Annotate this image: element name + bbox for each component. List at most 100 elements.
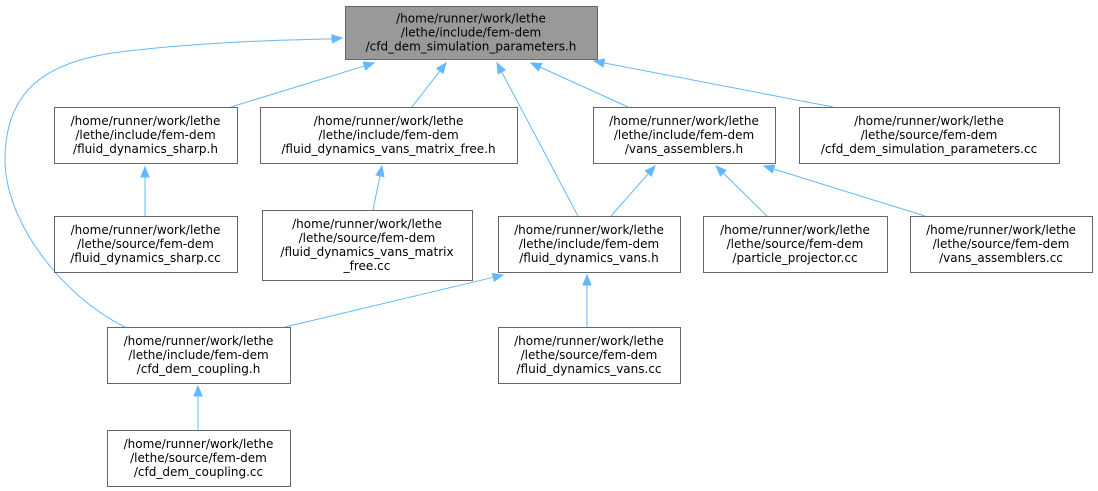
node-label-line: /home/runner/work/lethe: [514, 223, 664, 237]
node-label-line: /home/runner/work/lethe: [609, 114, 759, 128]
node-label-line: /vans_assemblers.cc: [939, 251, 1063, 265]
edge-vans_assemblers_cc-to-vans_assemblers_h: [762, 164, 926, 217]
node-label-line: /cfd_dem_coupling.h: [137, 362, 261, 376]
node-label-line: /fluid_dynamics_sharp.cc: [70, 251, 220, 265]
edge-fluid_dynamics_vans_matrix_free_cc-to-fluid_dynamics_vans_matrix_free_h: [372, 164, 385, 211]
edge-fluid_dynamics_vans_matrix_free_h-to-cfd_dem_simulation_parameters_h: [411, 61, 447, 108]
edge-line: [230, 65, 365, 108]
node-label-line: /home/runner/work/lethe: [720, 223, 870, 237]
node-box: [799, 107, 1060, 164]
node-label-line: /lethe/include/fem-dem: [318, 128, 458, 142]
node-label-line: /home/runner/work/lethe: [71, 223, 221, 237]
edge-cfd_dem_simulation_parameters_cc-to-cfd_dem_simulation_parameters_h: [592, 58, 834, 108]
node-label-line: /home/runner/work/lethe: [854, 114, 1004, 128]
node-fluid-dynamics-sharp-h[interactable]: /home/runner/work/lethe/lethe/include/fe…: [54, 107, 238, 164]
edge-fluid_dynamics_vans_h-to-cfd_dem_simulation_parameters_h: [496, 61, 579, 217]
edge-arrowhead: [140, 165, 150, 178]
edge-line: [411, 70, 441, 108]
edges-layer: [4, 34, 926, 430]
node-box: [910, 216, 1093, 273]
edge-vans_assemblers_h-to-cfd_dem_simulation_parameters_h: [529, 62, 629, 108]
node-label-line: /fluid_dynamics_vans.h: [519, 251, 658, 265]
edge-line: [773, 168, 926, 217]
edge-cfd_dem_coupling_h-to-fluid_dynamics_vans_h: [284, 272, 505, 328]
edge-arrowhead: [644, 164, 656, 178]
node-label-line: /home/runner/work/lethe: [396, 12, 546, 26]
node-label-line: /cfd_dem_simulation_parameters.h: [366, 40, 577, 54]
edge-arrowhead: [496, 61, 507, 75]
edge-arrowhead: [762, 164, 776, 174]
edge-fluid_dynamics_vans_h-to-vans_assemblers_h: [610, 164, 656, 217]
edge-cfd_dem_coupling_cc-to-cfd_dem_coupling_h: [193, 384, 203, 430]
node-label-line: /cfd_dem_simulation_parameters.cc: [821, 142, 1037, 156]
node-label-line: /fluid_dynamics_vans_matrix: [280, 245, 453, 259]
node-box: [345, 6, 598, 60]
node-label-line: /lethe/include/fem-dem: [128, 348, 268, 362]
node-label-line: /particle_projector.cc: [732, 251, 857, 265]
edge-line: [539, 66, 629, 108]
edge-arrowhead: [582, 273, 592, 286]
edge-arrowhead: [375, 164, 385, 178]
edge-fluid_dynamics_sharp_h-to-cfd_dem_simulation_parameters_h: [230, 61, 376, 108]
edge-arrowhead: [435, 61, 447, 75]
node-box: [54, 216, 238, 273]
edge-arrowhead: [592, 58, 606, 68]
node-particle-projector-cc[interactable]: /home/runner/work/lethe/lethe/source/fem…: [703, 216, 888, 273]
node-label-line: /home/runner/work/lethe: [124, 334, 274, 348]
node-label-line: /vans_assemblers.h: [625, 142, 743, 156]
node-label-line: /fluid_dynamics_vans.cc: [516, 362, 661, 376]
node-cfd-dem-coupling-h[interactable]: /home/runner/work/lethe/lethe/include/fe…: [107, 327, 291, 384]
node-label-line: /cfd_dem_coupling.cc: [134, 465, 263, 479]
node-label-line: /lethe/source/fem-dem: [861, 128, 998, 142]
edge-arrowhead: [529, 62, 543, 72]
node-cfd-dem-simulation-parameters-cc[interactable]: /home/runner/work/lethe/lethe/source/fem…: [799, 107, 1060, 164]
node-label-line: /home/runner/work/lethe: [292, 217, 442, 231]
edge-line: [501, 71, 579, 217]
node-box: [107, 430, 291, 487]
node-label-line: /lethe/source/fem-dem: [299, 231, 436, 245]
edge-line: [722, 172, 768, 217]
node-label-line: /lethe/source/fem-dem: [77, 237, 214, 251]
node-box: [498, 216, 681, 273]
node-vans-assemblers-h[interactable]: /home/runner/work/lethe/lethe/include/fe…: [593, 107, 776, 164]
edge-line: [284, 276, 494, 328]
edge-fluid_dynamics_vans_cc-to-fluid_dynamics_vans_h: [582, 273, 592, 327]
edge-line: [4, 38, 333, 328]
edge-line: [372, 175, 381, 211]
node-box: [260, 107, 518, 164]
node-fluid-dynamics-sharp-cc[interactable]: /home/runner/work/lethe/lethe/source/fem…: [54, 216, 238, 273]
node-cfd-dem-coupling-cc[interactable]: /home/runner/work/lethe/lethe/source/fem…: [107, 430, 291, 487]
edge-arrowhead: [193, 384, 203, 397]
node-fluid-dynamics-vans-matrix-free-cc[interactable]: /home/runner/work/lethe/lethe/source/fem…: [262, 210, 473, 281]
node-fluid-dynamics-vans-cc[interactable]: /home/runner/work/lethe/lethe/source/fem…: [498, 327, 681, 384]
node-label-line: /lethe/include/fem-dem: [75, 128, 215, 142]
node-label-line: /home/runner/work/lethe: [514, 334, 664, 348]
edge-line: [610, 173, 649, 217]
node-label-line: _free.cc: [343, 259, 391, 273]
node-label-line: /home/runner/work/lethe: [926, 223, 1076, 237]
edge-line: [603, 62, 834, 108]
node-label-line: /lethe/source/fem-dem: [521, 348, 658, 362]
node-fluid-dynamics-vans-matrix-free-h[interactable]: /home/runner/work/lethe/lethe/include/fe…: [260, 107, 518, 164]
edge-arrowhead: [362, 61, 376, 71]
node-label-line: /lethe/source/fem-dem: [130, 451, 267, 465]
edge-cfd_dem_coupling_h-to-cfd_dem_simulation_parameters_h: [4, 34, 344, 328]
node-label-line: /home/runner/work/lethe: [124, 437, 274, 451]
node-label-line: /fluid_dynamics_sharp.h: [73, 142, 218, 156]
node-box: [593, 107, 776, 164]
node-box: [54, 107, 238, 164]
node-box: [703, 216, 888, 273]
node-label-line: /home/runner/work/lethe: [71, 114, 221, 128]
node-label-line: /lethe/include/fem-dem: [519, 237, 659, 251]
nodes-layer: /home/runner/work/lethe/lethe/include/fe…: [54, 6, 1093, 487]
node-cfd-dem-simulation-parameters-h[interactable]: /home/runner/work/lethe/lethe/include/fe…: [345, 6, 598, 60]
node-box: [107, 327, 291, 384]
node-box: [262, 210, 473, 281]
node-label-line: /lethe/source/fem-dem: [933, 237, 1070, 251]
node-fluid-dynamics-vans-h[interactable]: /home/runner/work/lethe/lethe/include/fe…: [498, 216, 681, 273]
node-label-line: /lethe/include/fem-dem: [401, 26, 541, 40]
node-vans-assemblers-cc[interactable]: /home/runner/work/lethe/lethe/source/fem…: [910, 216, 1093, 273]
node-label-line: /home/runner/work/lethe: [314, 114, 464, 128]
node-box: [498, 327, 681, 384]
